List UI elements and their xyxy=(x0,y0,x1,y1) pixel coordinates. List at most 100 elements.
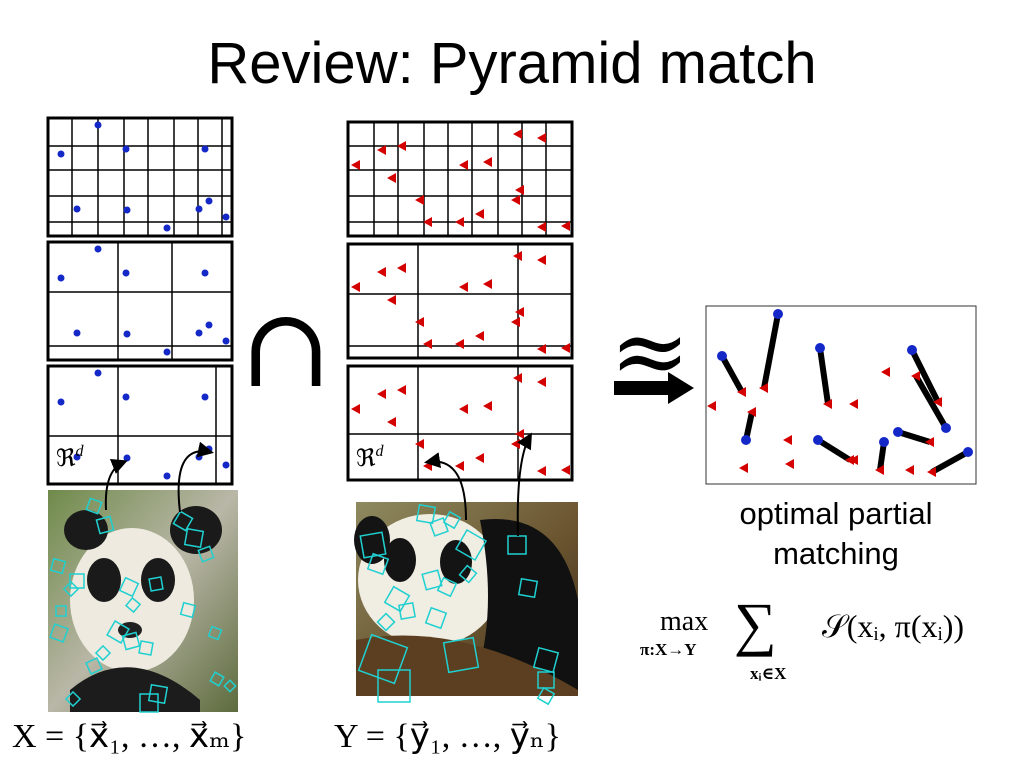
blue-point xyxy=(73,329,81,337)
feature-box xyxy=(359,531,387,559)
blue-point xyxy=(222,213,230,221)
feature-boxes-y xyxy=(357,503,560,706)
matched-blue-point xyxy=(741,435,751,445)
red-point xyxy=(415,317,424,327)
red-point xyxy=(423,339,432,349)
red-point xyxy=(513,373,522,383)
feature-box xyxy=(64,690,82,708)
pyramid-x-level-mid xyxy=(46,240,234,362)
red-point xyxy=(537,377,546,387)
feature-box xyxy=(223,679,237,693)
red-point xyxy=(351,160,360,170)
feature-box xyxy=(179,601,197,619)
red-point xyxy=(459,160,468,170)
blue-point xyxy=(195,329,203,337)
red-point xyxy=(351,404,360,414)
red-point xyxy=(475,453,484,463)
feature-box xyxy=(532,646,560,674)
feature-box xyxy=(415,503,437,525)
pyramid-y-level-coarse xyxy=(346,364,574,482)
matching-points xyxy=(707,309,973,477)
feature-box xyxy=(366,552,390,576)
feature-arrow-y2 xyxy=(516,432,533,537)
red-point xyxy=(537,344,546,354)
real-space-label-x: ℜd xyxy=(56,443,85,472)
blue-point xyxy=(94,121,102,129)
feature-box xyxy=(536,686,556,706)
blue-point xyxy=(94,369,102,377)
blue-point xyxy=(205,197,213,205)
red-point xyxy=(423,217,432,227)
blue-point xyxy=(122,269,130,277)
matched-blue-point xyxy=(941,423,951,433)
formula-sum-symbol: ∑ xyxy=(734,591,777,657)
set-x-formula: X = {x⃗₁, …, x⃗ₘ} xyxy=(12,718,247,755)
matched-blue-point xyxy=(773,309,783,319)
set-y-formula: Y = {y⃗₁, …, y⃗ₙ} xyxy=(334,718,561,755)
matched-blue-point xyxy=(893,427,903,437)
caption-line-2: matching xyxy=(773,536,899,571)
feature-box xyxy=(121,631,141,651)
red-point xyxy=(377,145,386,155)
formula-max: max xyxy=(660,606,709,637)
red-point xyxy=(707,401,716,411)
red-point xyxy=(455,217,464,227)
feature-box xyxy=(436,576,458,598)
panda-image-x xyxy=(48,490,238,713)
blue-point xyxy=(122,145,130,153)
matching-box xyxy=(705,305,977,485)
feature-arrow-x1 xyxy=(104,459,128,511)
feature-box xyxy=(398,602,416,620)
red-point xyxy=(823,399,832,409)
red-point xyxy=(397,141,406,151)
formula-sum-subscript: xᵢ∈X xyxy=(750,664,787,683)
panda-image-y xyxy=(354,502,578,706)
blue-point xyxy=(123,454,131,462)
feature-box xyxy=(148,576,164,592)
matched-blue-point xyxy=(813,435,823,445)
matching-line xyxy=(817,347,831,405)
red-point xyxy=(513,251,522,261)
feature-box xyxy=(138,640,154,656)
red-point xyxy=(459,282,468,292)
red-point xyxy=(561,465,570,475)
pyramid-x-level-fine xyxy=(46,116,234,238)
feature-box xyxy=(421,569,443,591)
pyramid-x-level-coarse xyxy=(46,364,234,486)
red-point xyxy=(387,417,396,427)
matching-caption: optimal partial matching xyxy=(706,494,966,574)
blue-point xyxy=(57,274,65,282)
matching-line xyxy=(930,449,970,475)
blue-point xyxy=(201,393,209,401)
blue-point xyxy=(201,269,209,277)
red-point xyxy=(747,407,756,417)
red-point xyxy=(511,439,520,449)
feature-box xyxy=(357,633,409,685)
red-point xyxy=(483,401,492,411)
feature-box xyxy=(377,669,411,703)
pyramid-y-level-mid xyxy=(346,242,574,360)
red-point xyxy=(377,267,386,277)
red-point xyxy=(927,467,936,477)
blue-point xyxy=(123,330,131,338)
blue-point xyxy=(222,337,230,345)
matched-blue-point xyxy=(879,437,889,447)
feature-box xyxy=(517,577,539,599)
blue-point xyxy=(123,206,131,214)
red-point xyxy=(377,389,386,399)
blue-point xyxy=(73,205,81,213)
red-point xyxy=(925,437,934,447)
feature-box xyxy=(49,623,69,643)
slide-title: Review: Pyramid match xyxy=(207,31,817,96)
red-point xyxy=(515,307,524,317)
red-point xyxy=(739,463,748,473)
matched-blue-point xyxy=(815,343,825,353)
pyramid-y: ℜd xyxy=(346,120,574,482)
red-point xyxy=(537,466,546,476)
red-point xyxy=(737,387,746,397)
matched-blue-point xyxy=(717,351,727,361)
feature-box xyxy=(454,528,488,562)
red-point xyxy=(397,385,406,395)
feature-box xyxy=(49,557,67,575)
feature-box xyxy=(85,497,103,515)
